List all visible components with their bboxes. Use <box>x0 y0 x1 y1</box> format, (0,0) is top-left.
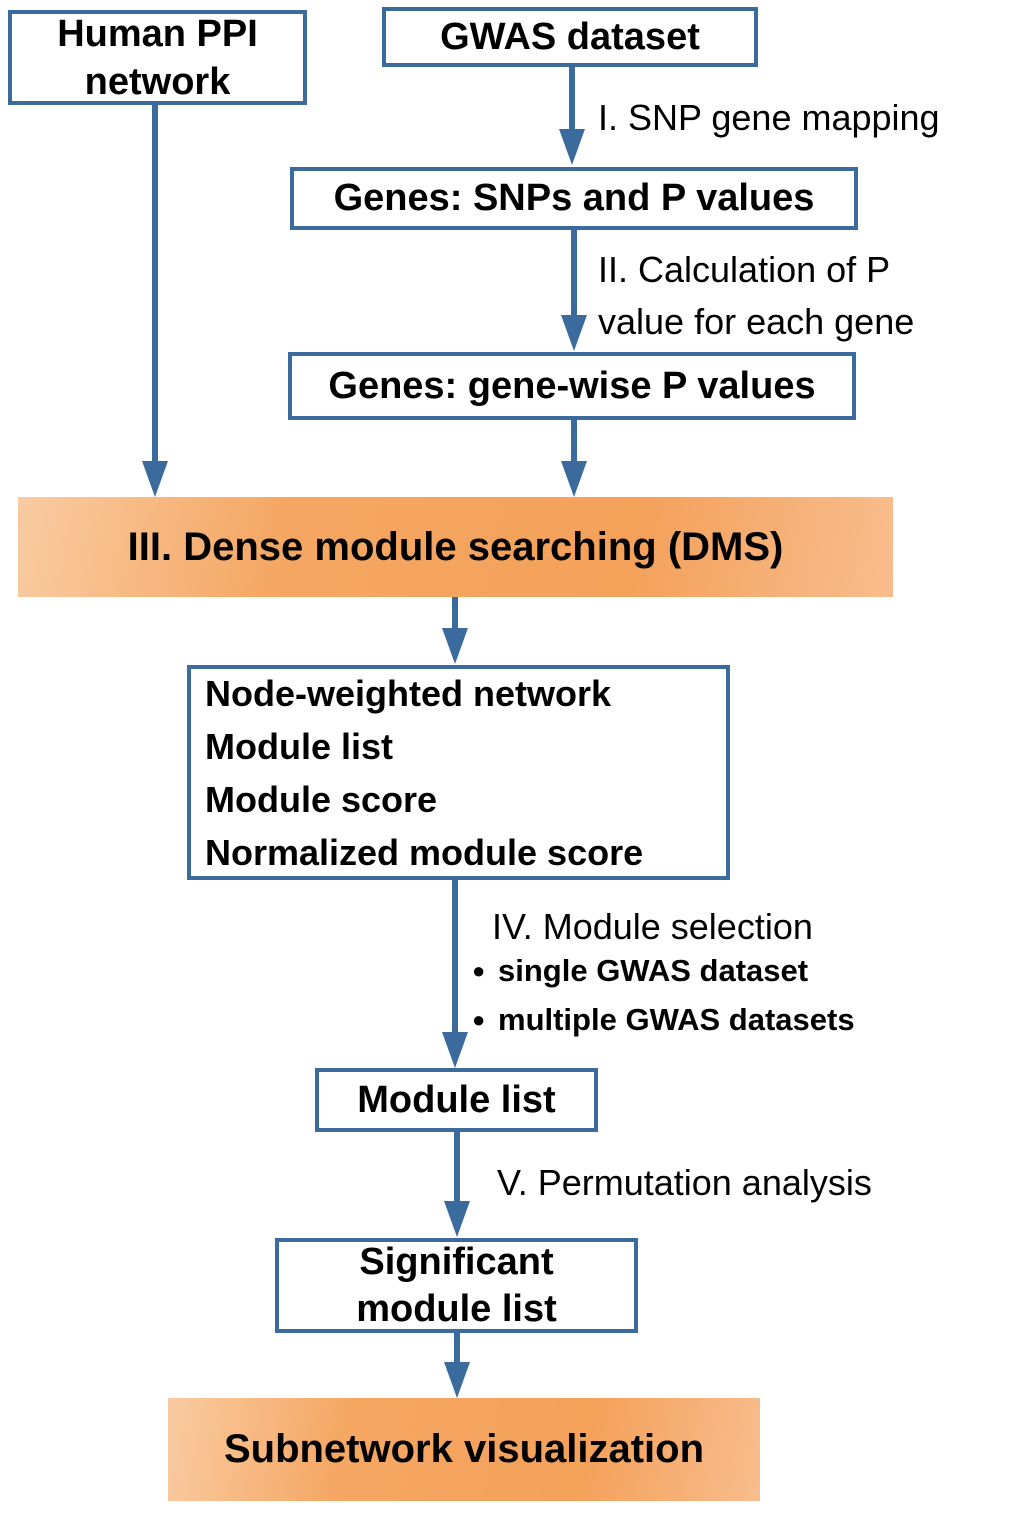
arrow-gwas-to-genes-line <box>569 65 575 129</box>
step-label-p-value-calculation: II. Calculation of P value for each gene <box>598 249 915 342</box>
module-selection-bullet-list: ● single GWAS dataset ● multiple GWAS da… <box>472 946 855 1044</box>
node-genes-snps-p-values: Genes: SNPs and P values <box>290 167 858 230</box>
output-line-node-weighted-network: Node-weighted network <box>205 672 612 714</box>
arrow-genewise-to-dms-line <box>571 420 577 461</box>
arrowhead-icon <box>444 1201 470 1237</box>
arrowhead-icon <box>142 461 168 497</box>
arrowhead-icon <box>444 1362 470 1398</box>
output-line-module-score: Module score <box>205 778 438 820</box>
arrow-dms-to-outputs-line <box>452 597 458 628</box>
node-dms-outputs: Node-weighted network Module list Module… <box>187 665 730 880</box>
node-human-ppi-network: Human PPI network <box>8 10 307 105</box>
bullet-icon: ● <box>472 1006 486 1032</box>
arrow-significant-to-subnetwork-line <box>454 1333 460 1362</box>
node-subnetwork-visualization: Subnetwork visualization <box>168 1398 760 1501</box>
arrow-genes-to-genewise-line <box>571 230 577 315</box>
bullet-label-single-gwas: single GWAS dataset <box>498 952 809 988</box>
arrowhead-icon <box>442 1032 468 1068</box>
bullet-icon: ● <box>472 957 486 983</box>
step-label-module-selection: IV. Module selection <box>492 906 813 947</box>
bullet-label-multiple-gwas: multiple GWAS datasets <box>498 1001 855 1037</box>
node-significant-module-list: Significant module list <box>275 1238 638 1333</box>
arrow-modulelist-to-significant-line <box>454 1132 460 1201</box>
list-item: ● multiple GWAS datasets <box>472 995 855 1044</box>
step-label-snp-gene-mapping: I. SNP gene mapping <box>598 97 940 138</box>
arrow-ppi-to-dms-line <box>152 103 158 461</box>
output-line-module-list: Module list <box>205 725 393 767</box>
arrow-outputs-to-modulelist-line <box>452 880 458 1032</box>
arrowhead-icon <box>561 461 587 497</box>
node-module-list: Module list <box>315 1068 598 1132</box>
output-line-normalized-module-score: Normalized module score <box>205 831 644 873</box>
step-label-permutation-analysis: V. Permutation analysis <box>497 1162 872 1203</box>
arrowhead-icon <box>561 315 587 351</box>
arrowhead-icon <box>559 129 585 165</box>
list-item: ● single GWAS dataset <box>472 946 855 995</box>
node-genes-genewise-p-values: Genes: gene-wise P values <box>288 352 856 420</box>
node-dense-module-searching: III. Dense module searching (DMS) <box>18 497 893 597</box>
node-gwas-dataset: GWAS dataset <box>382 7 758 67</box>
arrowhead-icon <box>442 628 468 664</box>
